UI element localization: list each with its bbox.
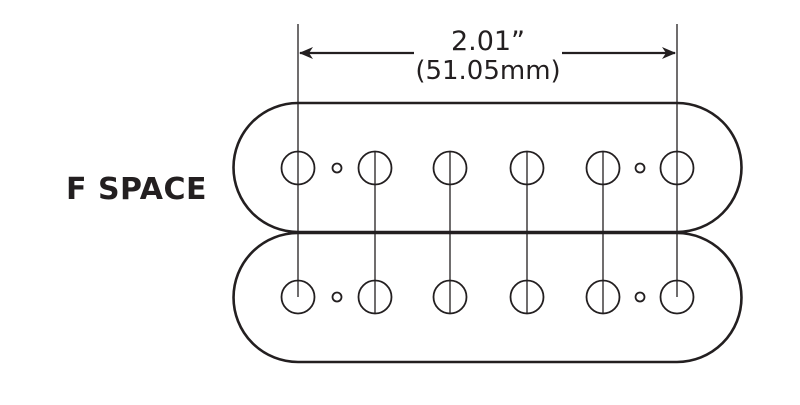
- diagram-title: F SPACE: [66, 172, 208, 207]
- screw-dot: [331, 291, 343, 303]
- coil-top-outline: [232, 101, 743, 234]
- pole-piece: [659, 279, 695, 315]
- pole-piece: [432, 150, 468, 186]
- pole-piece: [280, 150, 316, 186]
- screw-dot: [634, 291, 646, 303]
- pole-piece: [432, 279, 468, 315]
- pole-piece: [659, 150, 695, 186]
- coil-bottom-outline: [232, 231, 743, 364]
- pole-piece: [585, 279, 621, 315]
- pole-piece: [509, 279, 545, 315]
- coil-top-poles: [280, 150, 695, 186]
- pole-piece: [585, 150, 621, 186]
- pole-piece: [357, 279, 393, 315]
- pole-piece: [280, 279, 316, 315]
- pole-piece: [509, 150, 545, 186]
- coil-bottom-poles: [280, 279, 695, 315]
- screw-dot: [634, 162, 646, 174]
- dimension-millimeters: (51.05mm): [415, 56, 561, 86]
- pole-spacing-lines: [374, 151, 604, 314]
- screw-dot: [331, 162, 343, 174]
- pole-piece: [357, 150, 393, 186]
- dimension-inches: 2.01”: [450, 26, 526, 57]
